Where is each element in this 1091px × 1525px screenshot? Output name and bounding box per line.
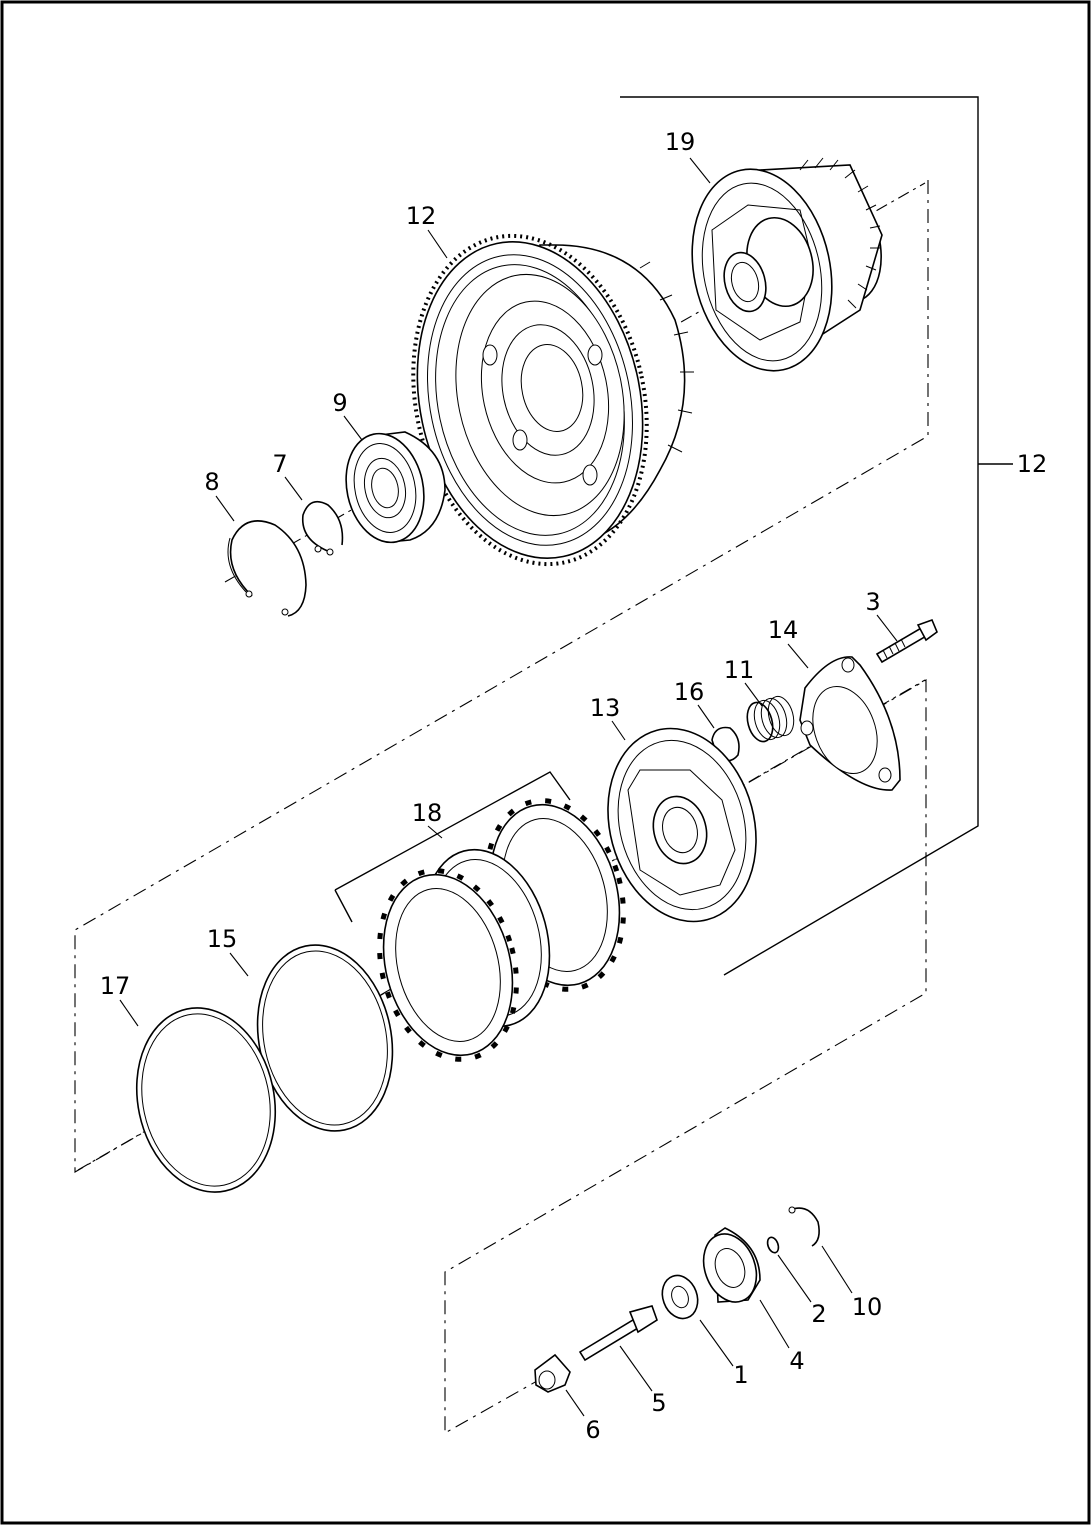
callout-15: 15 bbox=[207, 925, 238, 953]
part-2-ring bbox=[766, 1236, 780, 1254]
part-12-clutch-shell bbox=[411, 233, 694, 567]
callout-7: 7 bbox=[272, 450, 287, 478]
callout-12-bracket: 12 bbox=[1017, 450, 1048, 478]
part-1-bearing bbox=[661, 1274, 699, 1320]
part-14-plate bbox=[799, 656, 901, 791]
part-19-clutch-hub bbox=[691, 157, 883, 372]
part-8-retaining-ring bbox=[227, 520, 307, 617]
part-4-housing bbox=[702, 1227, 761, 1303]
part-7-snap-ring bbox=[301, 500, 344, 556]
part-5-pushrod bbox=[578, 1305, 658, 1362]
part-18-clutch-plates bbox=[334, 771, 626, 1062]
callout-1: 1 bbox=[733, 1361, 748, 1389]
callout-11: 11 bbox=[724, 656, 755, 684]
part-3-bolt bbox=[875, 618, 938, 664]
callout-12-assembly: 12 bbox=[406, 202, 437, 230]
callout-4: 4 bbox=[789, 1347, 804, 1375]
callout-3: 3 bbox=[865, 588, 880, 616]
part-10-snap-ring bbox=[788, 1206, 820, 1247]
callout-5: 5 bbox=[651, 1389, 666, 1417]
part-9-bearing bbox=[345, 431, 446, 544]
callout-13: 13 bbox=[590, 694, 621, 722]
callout-16: 16 bbox=[674, 678, 705, 706]
upper-assembly-boundary bbox=[74, 180, 929, 1434]
callout-8: 8 bbox=[204, 468, 219, 496]
part-17-ring bbox=[135, 1007, 277, 1193]
callout-9: 9 bbox=[332, 389, 347, 417]
callout-19: 19 bbox=[665, 128, 696, 156]
callout-6: 6 bbox=[585, 1416, 600, 1444]
part-11-spring bbox=[746, 695, 795, 743]
assembly-bracket-12 bbox=[620, 96, 1013, 976]
callout-10: 10 bbox=[852, 1293, 883, 1321]
part-6-nut bbox=[534, 1353, 571, 1393]
part-13-pressure-plate bbox=[607, 727, 757, 923]
callout-18: 18 bbox=[412, 799, 443, 827]
callout-labels: 19 12 12 9 7 8 3 14 11 16 13 18 15 17 10… bbox=[100, 128, 1048, 1444]
part-15-ring bbox=[256, 944, 394, 1132]
callout-14: 14 bbox=[768, 616, 799, 644]
callout-2: 2 bbox=[811, 1300, 826, 1328]
callout-17: 17 bbox=[100, 972, 131, 1000]
leader-lines bbox=[119, 157, 898, 1417]
